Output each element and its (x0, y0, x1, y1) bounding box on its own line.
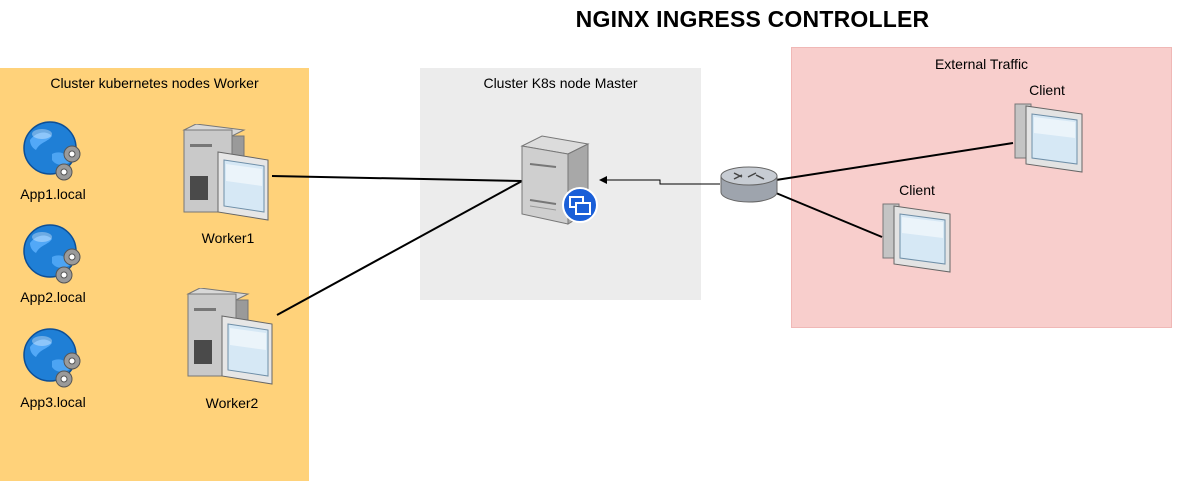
diagram-title: NGINX INGRESS CONTROLLER (575, 6, 930, 32)
link-worker2-master (276, 180, 523, 316)
workers-zone-label: Cluster kubernetes nodes Worker (50, 75, 259, 91)
ingress-badge-icon (561, 186, 599, 229)
client-label: Client (1029, 82, 1065, 98)
master-zone-label: Cluster K8s node Master (483, 75, 638, 91)
globe-gears-icon (22, 223, 86, 292)
link-router-master-arrow (599, 176, 720, 185)
workstation-icon[interactable] (184, 287, 280, 393)
worker-label: Worker1 (201, 230, 255, 246)
external-zone: External Traffic (791, 47, 1172, 328)
client-computer-icon[interactable] (880, 200, 954, 279)
link-router-client1 (775, 142, 1014, 181)
globe-gears-icon (22, 120, 86, 189)
link-worker1-master (271, 175, 523, 182)
client-computer-icon[interactable] (1012, 100, 1086, 179)
client-label: Client (899, 182, 935, 198)
app-label: App1.local (20, 186, 86, 202)
app-label: App3.local (20, 394, 86, 410)
external-zone-label: External Traffic (934, 56, 1029, 72)
globe-gears-icon (22, 327, 86, 396)
app-label: App2.local (20, 289, 86, 305)
link-router-client2 (775, 192, 883, 238)
router-icon[interactable] (720, 166, 778, 209)
worker-label: Worker2 (205, 395, 259, 411)
workstation-icon[interactable] (180, 123, 276, 229)
